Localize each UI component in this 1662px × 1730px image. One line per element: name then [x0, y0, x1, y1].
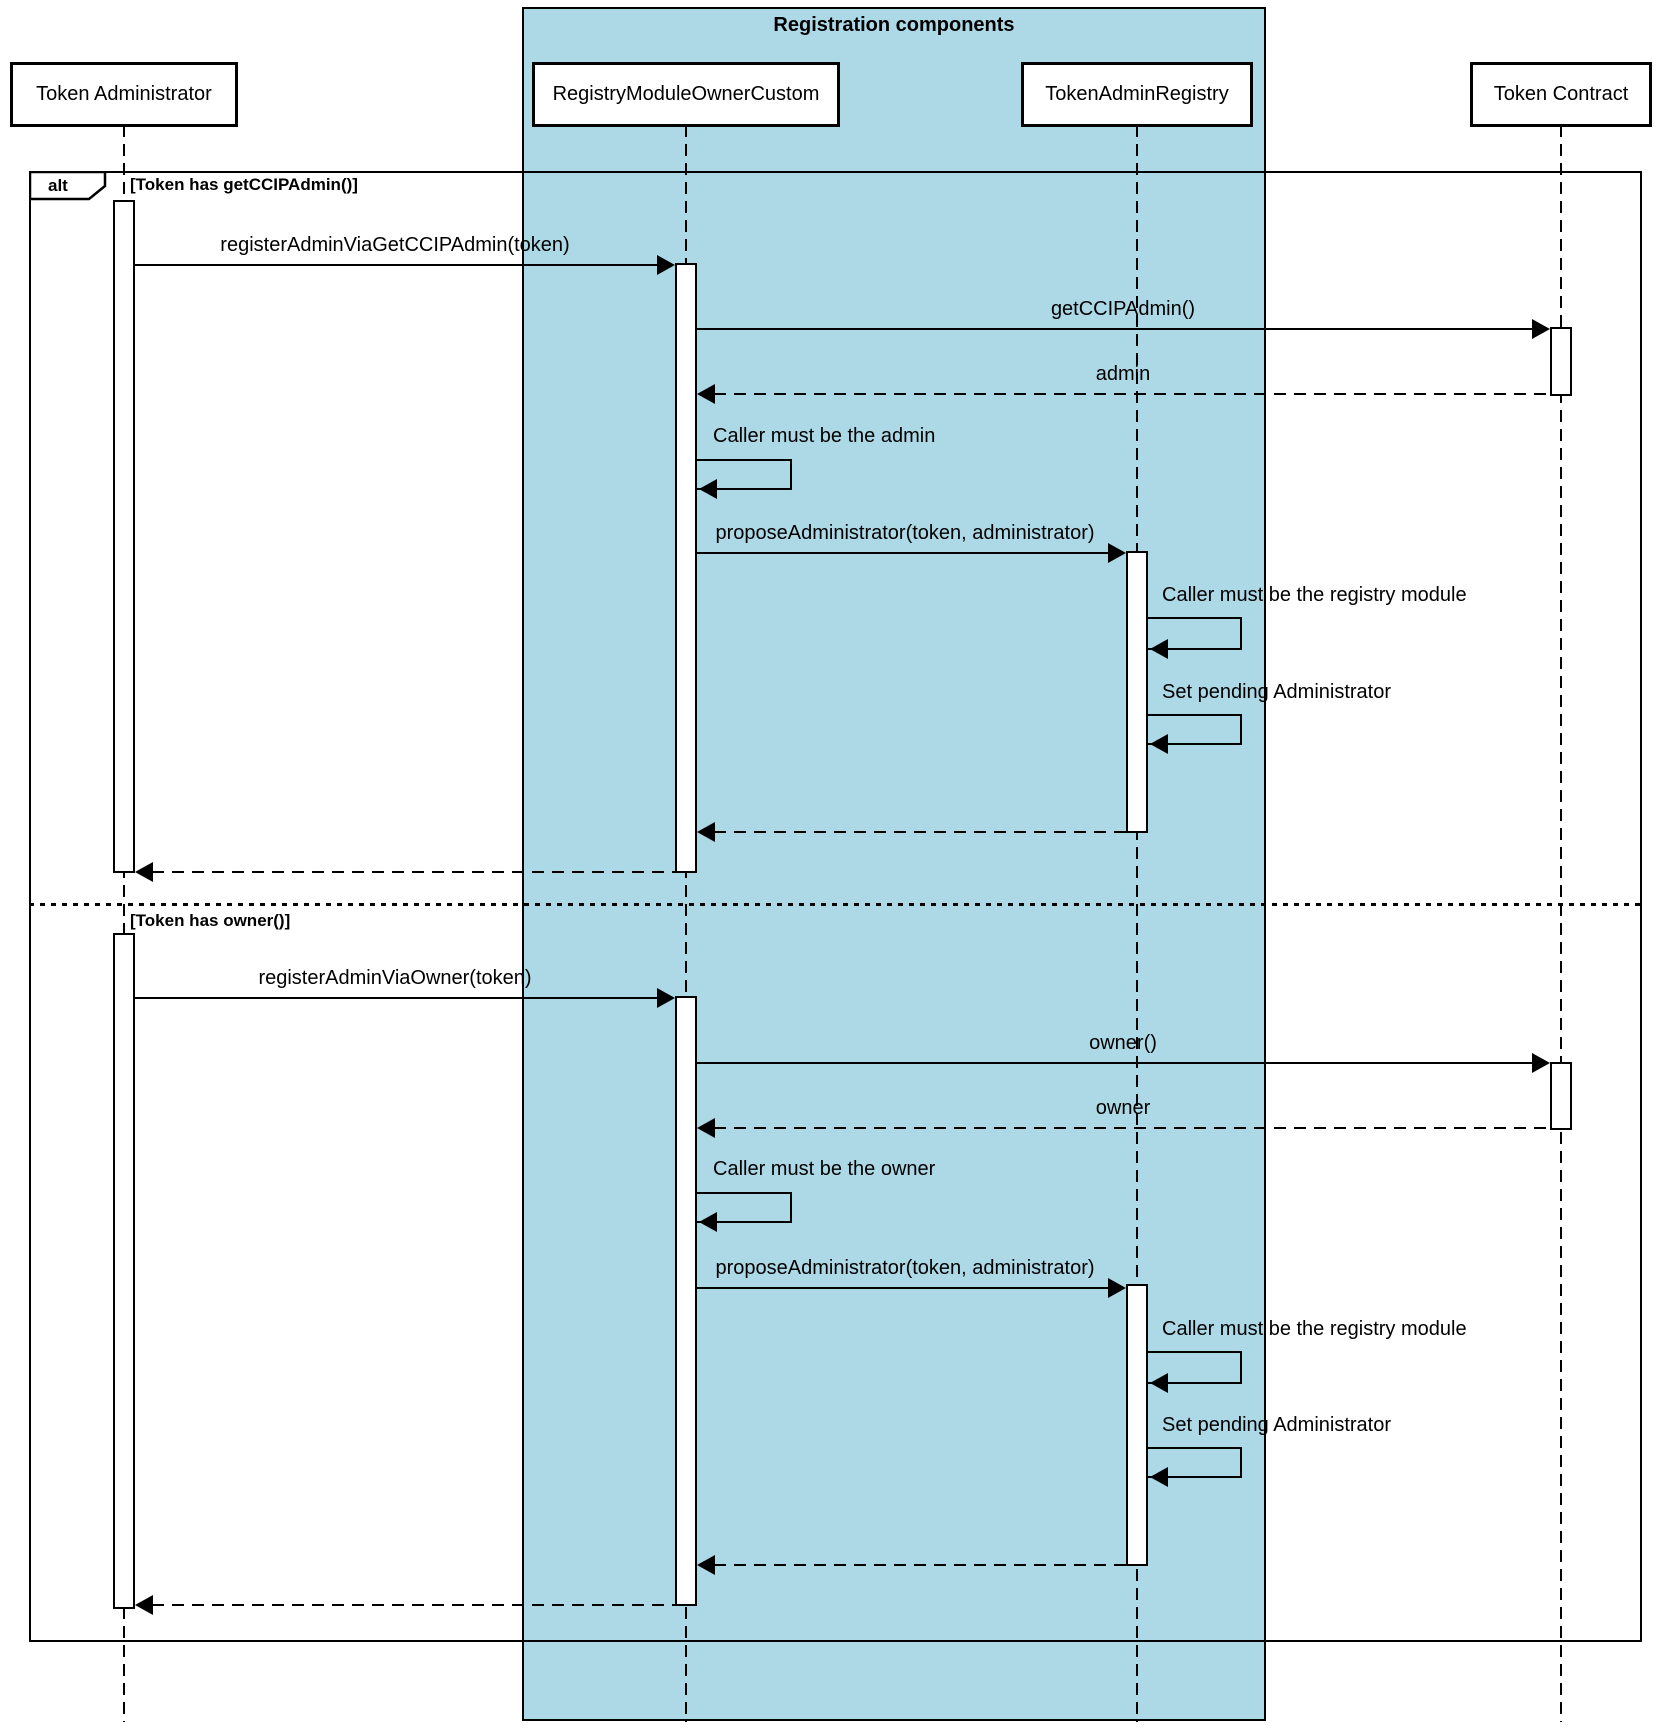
self-message-loop — [697, 1192, 792, 1223]
arrowhead — [1108, 543, 1126, 563]
activation-registry-module-2 — [675, 996, 697, 1606]
self-message-loop — [1148, 617, 1242, 650]
arrowhead — [1150, 1373, 1168, 1393]
guard-label-owner: [Token has owner()] — [130, 911, 291, 930]
alt-operator-label: alt — [48, 176, 68, 195]
message-line — [152, 871, 675, 873]
participant-registry-module-owner-custom: RegistryModuleOwnerCustom — [532, 62, 840, 127]
activation-token-admin-registry-1 — [1126, 551, 1148, 833]
lifeline-registry-module-owner-custom — [685, 125, 687, 1722]
participant-token-contract: Token Contract — [1470, 62, 1652, 127]
arrowhead — [699, 1212, 717, 1232]
activation-token-administrator-1 — [113, 200, 135, 873]
activation-registry-module-1 — [675, 263, 697, 873]
arrowhead — [1108, 1278, 1126, 1298]
participant-token-administrator: Token Administrator — [10, 62, 238, 127]
alt-divider — [29, 903, 1642, 906]
participant-label: TokenAdminRegistry — [1045, 83, 1229, 105]
message-label: registerAdminViaGetCCIPAdmin(token) — [220, 234, 570, 256]
self-message-loop — [1148, 1351, 1242, 1384]
arrowhead — [657, 255, 675, 275]
arrowhead — [697, 1555, 715, 1575]
message-label: owner — [1095, 1097, 1151, 1119]
participant-label: RegistryModuleOwnerCustom — [552, 83, 820, 105]
message-line — [697, 328, 1534, 330]
arrowhead — [697, 1118, 715, 1138]
self-message-loop — [697, 459, 792, 490]
alt-frame — [29, 171, 1642, 1642]
arrowhead — [1150, 734, 1168, 754]
message-line — [714, 1564, 1126, 1566]
container-title: Registration components — [773, 14, 1015, 36]
message-label: Caller must be the registry module — [1162, 1318, 1467, 1340]
message-label: Caller must be the admin — [713, 425, 936, 447]
message-label: Caller must be the registry module — [1162, 584, 1467, 606]
arrowhead — [657, 988, 675, 1008]
message-line — [714, 393, 1550, 395]
message-line — [135, 997, 659, 999]
lifeline-token-administrator — [123, 125, 125, 1722]
message-label: Caller must be the owner — [713, 1158, 936, 1180]
message-line — [152, 1604, 675, 1606]
arrowhead — [1150, 1467, 1168, 1487]
message-line — [697, 552, 1110, 554]
message-label: proposeAdministrator(token, administrato… — [715, 1257, 1095, 1279]
arrowhead — [697, 384, 715, 404]
self-message-loop — [1148, 1447, 1242, 1478]
message-label: registerAdminViaOwner(token) — [258, 967, 532, 989]
message-line — [714, 831, 1126, 833]
arrowhead — [697, 822, 715, 842]
activation-token-contract-2 — [1550, 1062, 1572, 1130]
lifeline-token-admin-registry — [1136, 125, 1138, 1722]
message-label: Set pending Administrator — [1162, 681, 1392, 703]
message-label: owner() — [1089, 1032, 1157, 1054]
arrowhead — [1150, 639, 1168, 659]
arrowhead — [699, 479, 717, 499]
arrowhead — [1532, 319, 1550, 339]
message-label: Set pending Administrator — [1162, 1414, 1392, 1436]
alt-tab-shape — [28, 170, 107, 201]
activation-token-administrator-2 — [113, 933, 135, 1609]
arrowhead — [135, 862, 153, 882]
self-message-loop — [1148, 714, 1242, 745]
lifeline-token-contract — [1560, 125, 1562, 1722]
message-line — [714, 1127, 1550, 1129]
arrowhead — [1532, 1053, 1550, 1073]
participant-label: Token Administrator — [36, 83, 212, 105]
activation-token-admin-registry-2 — [1126, 1284, 1148, 1566]
message-line — [697, 1062, 1534, 1064]
guard-label-getccipadmin: [Token has getCCIPAdmin()] — [130, 175, 358, 194]
message-label: proposeAdministrator(token, administrato… — [715, 522, 1095, 544]
message-line — [135, 264, 659, 266]
participant-label: Token Contract — [1493, 83, 1629, 105]
message-label: admin — [1095, 363, 1151, 385]
activation-token-contract-1 — [1550, 327, 1572, 396]
message-line — [697, 1287, 1110, 1289]
message-label: getCCIPAdmin() — [1050, 298, 1196, 320]
participant-token-admin-registry: TokenAdminRegistry — [1021, 62, 1253, 127]
alt-operator-tab — [28, 170, 109, 206]
arrowhead — [135, 1595, 153, 1615]
